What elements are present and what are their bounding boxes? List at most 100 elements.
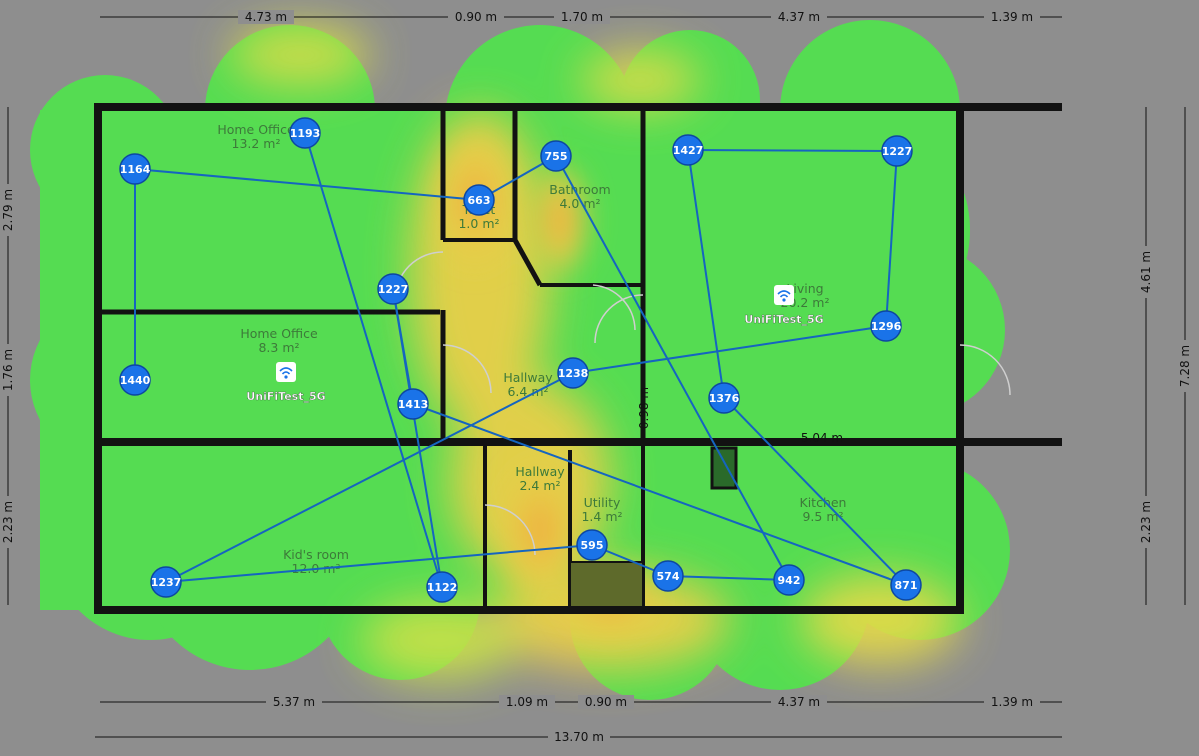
mesh-node[interactable]: 755 [540,140,572,172]
node-signal-value: 1122 [427,581,458,594]
dimension-bottom-label: 5.37 m [273,695,315,709]
mesh-node[interactable]: 1193 [289,117,321,149]
room-name: Hallway [503,370,553,385]
node-marker[interactable] [870,310,902,342]
room-area: 2.4 m² [519,478,560,493]
mesh-link [165,544,593,583]
mesh-node[interactable]: 1227 [881,135,913,167]
node-marker[interactable] [540,140,572,172]
dimension-left-label: 2.79 m [1,189,15,231]
mesh-node[interactable]: 663 [463,184,495,216]
dimension-label-bg [1,344,15,396]
node-marker[interactable] [119,153,151,185]
node-marker[interactable] [463,184,495,216]
dimension-kitchen-width: 5.04 m [801,431,843,445]
mesh-link [165,372,574,583]
mesh-node[interactable]: 1122 [426,571,458,603]
dimension-label-bg [1,496,15,548]
room-name: Home Office [217,122,295,137]
mesh-link [134,168,480,201]
node-signal-value: 1238 [558,367,589,380]
room-area: 1.4 m² [581,509,622,524]
dimension-label-bg [238,10,294,24]
node-marker[interactable] [150,566,182,598]
node-marker[interactable] [119,364,151,396]
dimension-top-label: 4.73 m [245,10,287,24]
dimension-label-bg [548,730,610,744]
room-area: 9.5 m² [802,509,843,524]
mesh-node[interactable]: 1227 [377,273,409,305]
room-name: Kitchen [800,495,847,510]
mesh-node[interactable]: 942 [773,564,805,596]
room-area: 1.0 m² [458,216,499,231]
mesh-link [412,403,907,586]
node-marker[interactable] [708,382,740,414]
mesh-node[interactable]: 1440 [119,364,151,396]
mesh-node[interactable]: 1413 [397,388,429,420]
dimension-top-label: 0.90 m [455,10,497,24]
access-points[interactable]: UniFiTest_5G UniFiTest_5G [246,285,824,403]
node-signal-value: 1440 [120,374,151,387]
mesh-link [687,149,898,152]
room-area: 6.4 m² [507,384,548,399]
mesh-link [687,149,725,399]
mesh-node[interactable]: 1296 [870,310,902,342]
access-point[interactable]: UniFiTest_5G [744,285,824,326]
access-point[interactable]: UniFiTest_5G [246,362,326,403]
node-signal-value: 1413 [398,398,429,411]
node-signal-value: 1227 [882,145,913,158]
dimension-label-bg [499,695,555,709]
node-marker[interactable] [426,571,458,603]
mesh-link [667,575,790,581]
dimension-bottom-label: 0.90 m [585,695,627,709]
mesh-link [304,132,443,588]
node-signal-value: 1227 [378,283,409,296]
coverage-heatmap [30,20,1010,700]
dimension-label-bg [578,695,634,709]
node-marker[interactable] [890,569,922,601]
dimension-label-bg [984,10,1040,24]
node-marker[interactable] [672,134,704,166]
node-marker[interactable] [397,388,429,420]
room-area: 13.2 m² [232,136,281,151]
doors [394,251,1011,556]
node-signal-value: 574 [657,570,680,583]
wifi-icon[interactable] [276,362,296,382]
mesh-link [555,155,790,581]
node-marker[interactable] [881,135,913,167]
dimension-label-bg [448,10,504,24]
node-signal-value: 595 [581,539,604,552]
mesh-link [572,325,887,374]
wifi-icon[interactable] [774,285,794,305]
dimension-left-label: 2.23 m [1,501,15,543]
dimension-bottom-label: 1.39 m [991,695,1033,709]
mesh-links [134,132,907,588]
dimension-label-bg [1139,246,1153,298]
room-name: Utility [584,495,621,510]
mesh-node[interactable]: 1164 [119,153,151,185]
node-signal-value: 1193 [290,127,321,140]
mesh-node[interactable]: 1376 [708,382,740,414]
node-marker[interactable] [652,560,684,592]
node-signal-value: 1376 [709,392,740,405]
mesh-nodes[interactable]: 1193 1164 663 755 1427 1227 1227 1296 1440 1413 12… [119,117,922,603]
mesh-node[interactable]: 595 [576,529,608,561]
mesh-node[interactable]: 1238 [557,357,589,389]
node-marker[interactable] [377,273,409,305]
room-name: Living [786,281,823,296]
node-marker[interactable] [289,117,321,149]
mesh-node[interactable]: 1427 [672,134,704,166]
node-marker[interactable] [557,357,589,389]
mesh-node[interactable]: 1237 [150,566,182,598]
node-marker[interactable] [576,529,608,561]
dimension-hallway-width: 0.98 m [637,387,651,429]
node-marker[interactable] [773,564,805,596]
ap-ssid-label: UniFiTest_5G [744,313,823,326]
mesh-node[interactable]: 574 [652,560,684,592]
floorplan-walls [94,103,1062,614]
dimension-label-bg [771,695,827,709]
dimension-bottom-label: 1.09 m [506,695,548,709]
dimension-top-label: 1.70 m [561,10,603,24]
mesh-node[interactable]: 871 [890,569,922,601]
room-area: 4.0 m² [559,196,600,211]
